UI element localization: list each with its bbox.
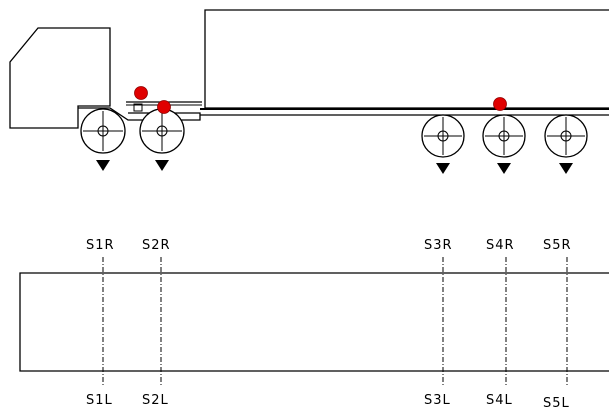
load-arrow-5 (559, 163, 573, 174)
label-s2l: S2L (142, 393, 169, 408)
label-s5r: S5R (543, 238, 572, 253)
load-arrow-3 (436, 163, 450, 174)
wheel-4 (482, 114, 526, 158)
sensor-marker-2 (157, 100, 171, 114)
wheel-1 (80, 108, 126, 154)
wheel-3 (421, 114, 465, 158)
load-arrow-2 (155, 160, 169, 171)
load-arrow-4 (497, 163, 511, 174)
label-s2r: S2R (142, 238, 171, 253)
wheel-5 (544, 114, 588, 158)
sensor-marker-1 (134, 86, 148, 100)
load-arrow-1 (96, 160, 110, 171)
wheel-2 (139, 108, 185, 154)
label-s4r: S4R (486, 238, 515, 253)
label-s4l: S4L (486, 393, 513, 408)
label-s1r: S1R (86, 238, 115, 253)
label-s3r: S3R (424, 238, 453, 253)
plan-view-outline (19, 272, 609, 372)
trailer-body (204, 9, 609, 109)
label-s3l: S3L (424, 393, 451, 408)
sensor-marker-3 (493, 97, 507, 111)
label-s5l: S5L (543, 396, 570, 411)
tractor-cab (9, 27, 111, 129)
trailer-deck (200, 108, 609, 116)
label-s1l: S1L (86, 393, 113, 408)
